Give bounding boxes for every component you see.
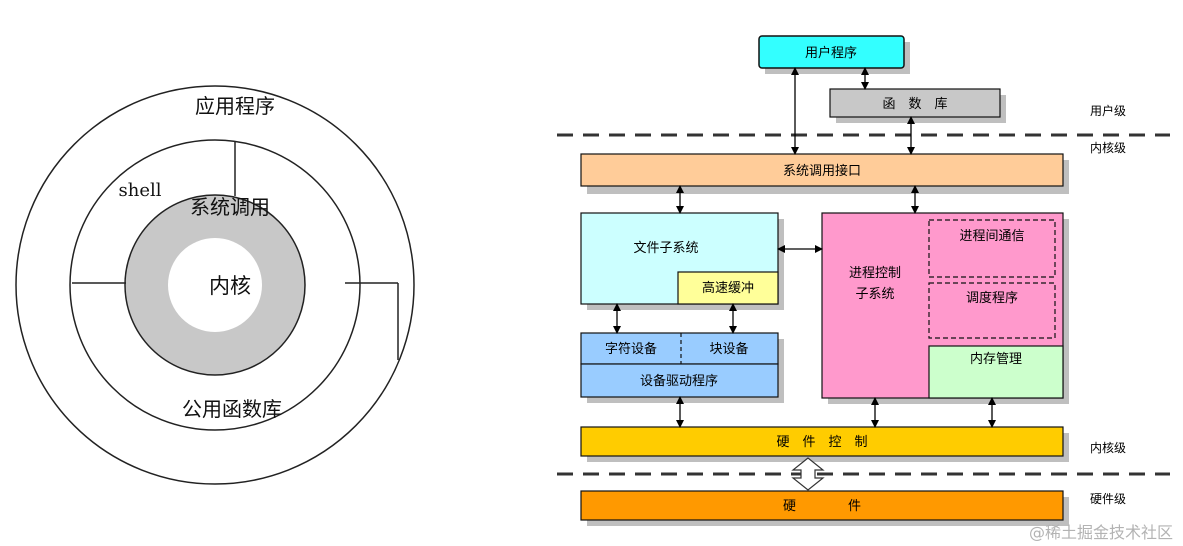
level-kernel-bottom-label: 内核级 xyxy=(1090,441,1126,455)
device-driver-label: 设备驱动程序 xyxy=(640,373,718,389)
level-user-label: 用户级 xyxy=(1090,103,1126,118)
syscall-interface-box xyxy=(580,153,1064,187)
scheduler-box xyxy=(928,282,1056,339)
function-library-box xyxy=(829,88,1001,118)
ipc-box xyxy=(928,219,1056,278)
device-driver-box xyxy=(580,363,779,398)
function-library-label: 函 数 库 xyxy=(882,96,947,112)
level-kernel-top-label: 内核级 xyxy=(1090,141,1126,155)
unix-kernel-block-diagram: 用户程序 函 数 库 用户级 内核级 系统调用接口 文件子系统 高速缓冲 字符设… xyxy=(557,35,1170,526)
syscall-interface-label: 系统调用接口 xyxy=(783,163,861,179)
connector-arrows xyxy=(613,67,996,428)
block-device-label: 块设备 xyxy=(709,341,748,357)
user-program-label: 用户程序 xyxy=(805,45,857,61)
watermark-text: @稀土掘金技术社区 xyxy=(1029,523,1173,542)
buffer-cache-box xyxy=(677,271,779,305)
hardware-box xyxy=(580,490,1064,521)
kernel-label: 内核 xyxy=(209,274,251,298)
char-device-label: 字符设备 xyxy=(605,341,657,357)
kernel-core xyxy=(168,238,262,332)
process-control-label-1: 进程控制 xyxy=(849,266,901,281)
library-label: 公用函数库 xyxy=(182,397,282,421)
syscall-label: 系统调用 xyxy=(190,195,270,219)
char-block-device-box xyxy=(580,332,779,365)
hardware-double-arrow xyxy=(791,457,825,491)
memory-mgmt-label: 内存管理 xyxy=(970,351,1022,367)
file-subsystem-label: 文件子系统 xyxy=(633,241,698,256)
layered-ring-diagram: 应用程序 shell 系统调用 内核 公用函数库 xyxy=(15,85,415,485)
level-hardware-label: 硬件级 xyxy=(1090,492,1126,506)
hardware-control-box xyxy=(580,426,1064,457)
hardware-control-label: 硬 件 控 制 xyxy=(776,435,867,450)
buffer-cache-label: 高速缓冲 xyxy=(702,280,754,296)
ipc-label: 进程间通信 xyxy=(959,229,1024,244)
scheduler-label: 调度程序 xyxy=(966,290,1018,306)
application-label: 应用程序 xyxy=(195,94,275,118)
memory-mgmt-box xyxy=(928,345,1064,399)
process-control-label-2: 子系统 xyxy=(855,287,894,302)
shell-label: shell xyxy=(119,180,162,201)
user-program-box xyxy=(758,35,905,69)
hardware-label: 硬 件 xyxy=(783,499,861,514)
